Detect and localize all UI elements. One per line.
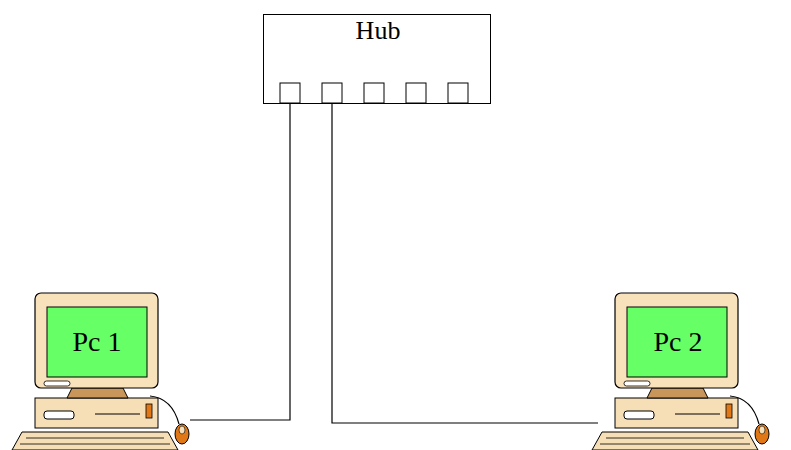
text-area: Hub (264, 17, 492, 57)
hub-port (322, 83, 342, 103)
computer-node: Pc 1 (0, 290, 190, 450)
hub-box: Hub (263, 14, 491, 104)
computer-node: Pc 2 (598, 290, 791, 450)
network-cable (190, 104, 290, 420)
computer-label: Pc 1 (73, 327, 122, 358)
hub-port (364, 83, 384, 103)
computer-label: Pc 2 (654, 327, 703, 358)
network-cable (332, 104, 598, 423)
text-area: Pc 2 (628, 307, 728, 377)
computer-illustration (12, 293, 189, 450)
hub-port (406, 83, 426, 103)
hub-ports (280, 83, 468, 103)
computer-illustration (592, 293, 769, 450)
text-area: Pc 1 (47, 307, 147, 377)
hub-port (280, 83, 300, 103)
hub-port (448, 83, 468, 103)
hub-label: Hub (356, 17, 401, 46)
